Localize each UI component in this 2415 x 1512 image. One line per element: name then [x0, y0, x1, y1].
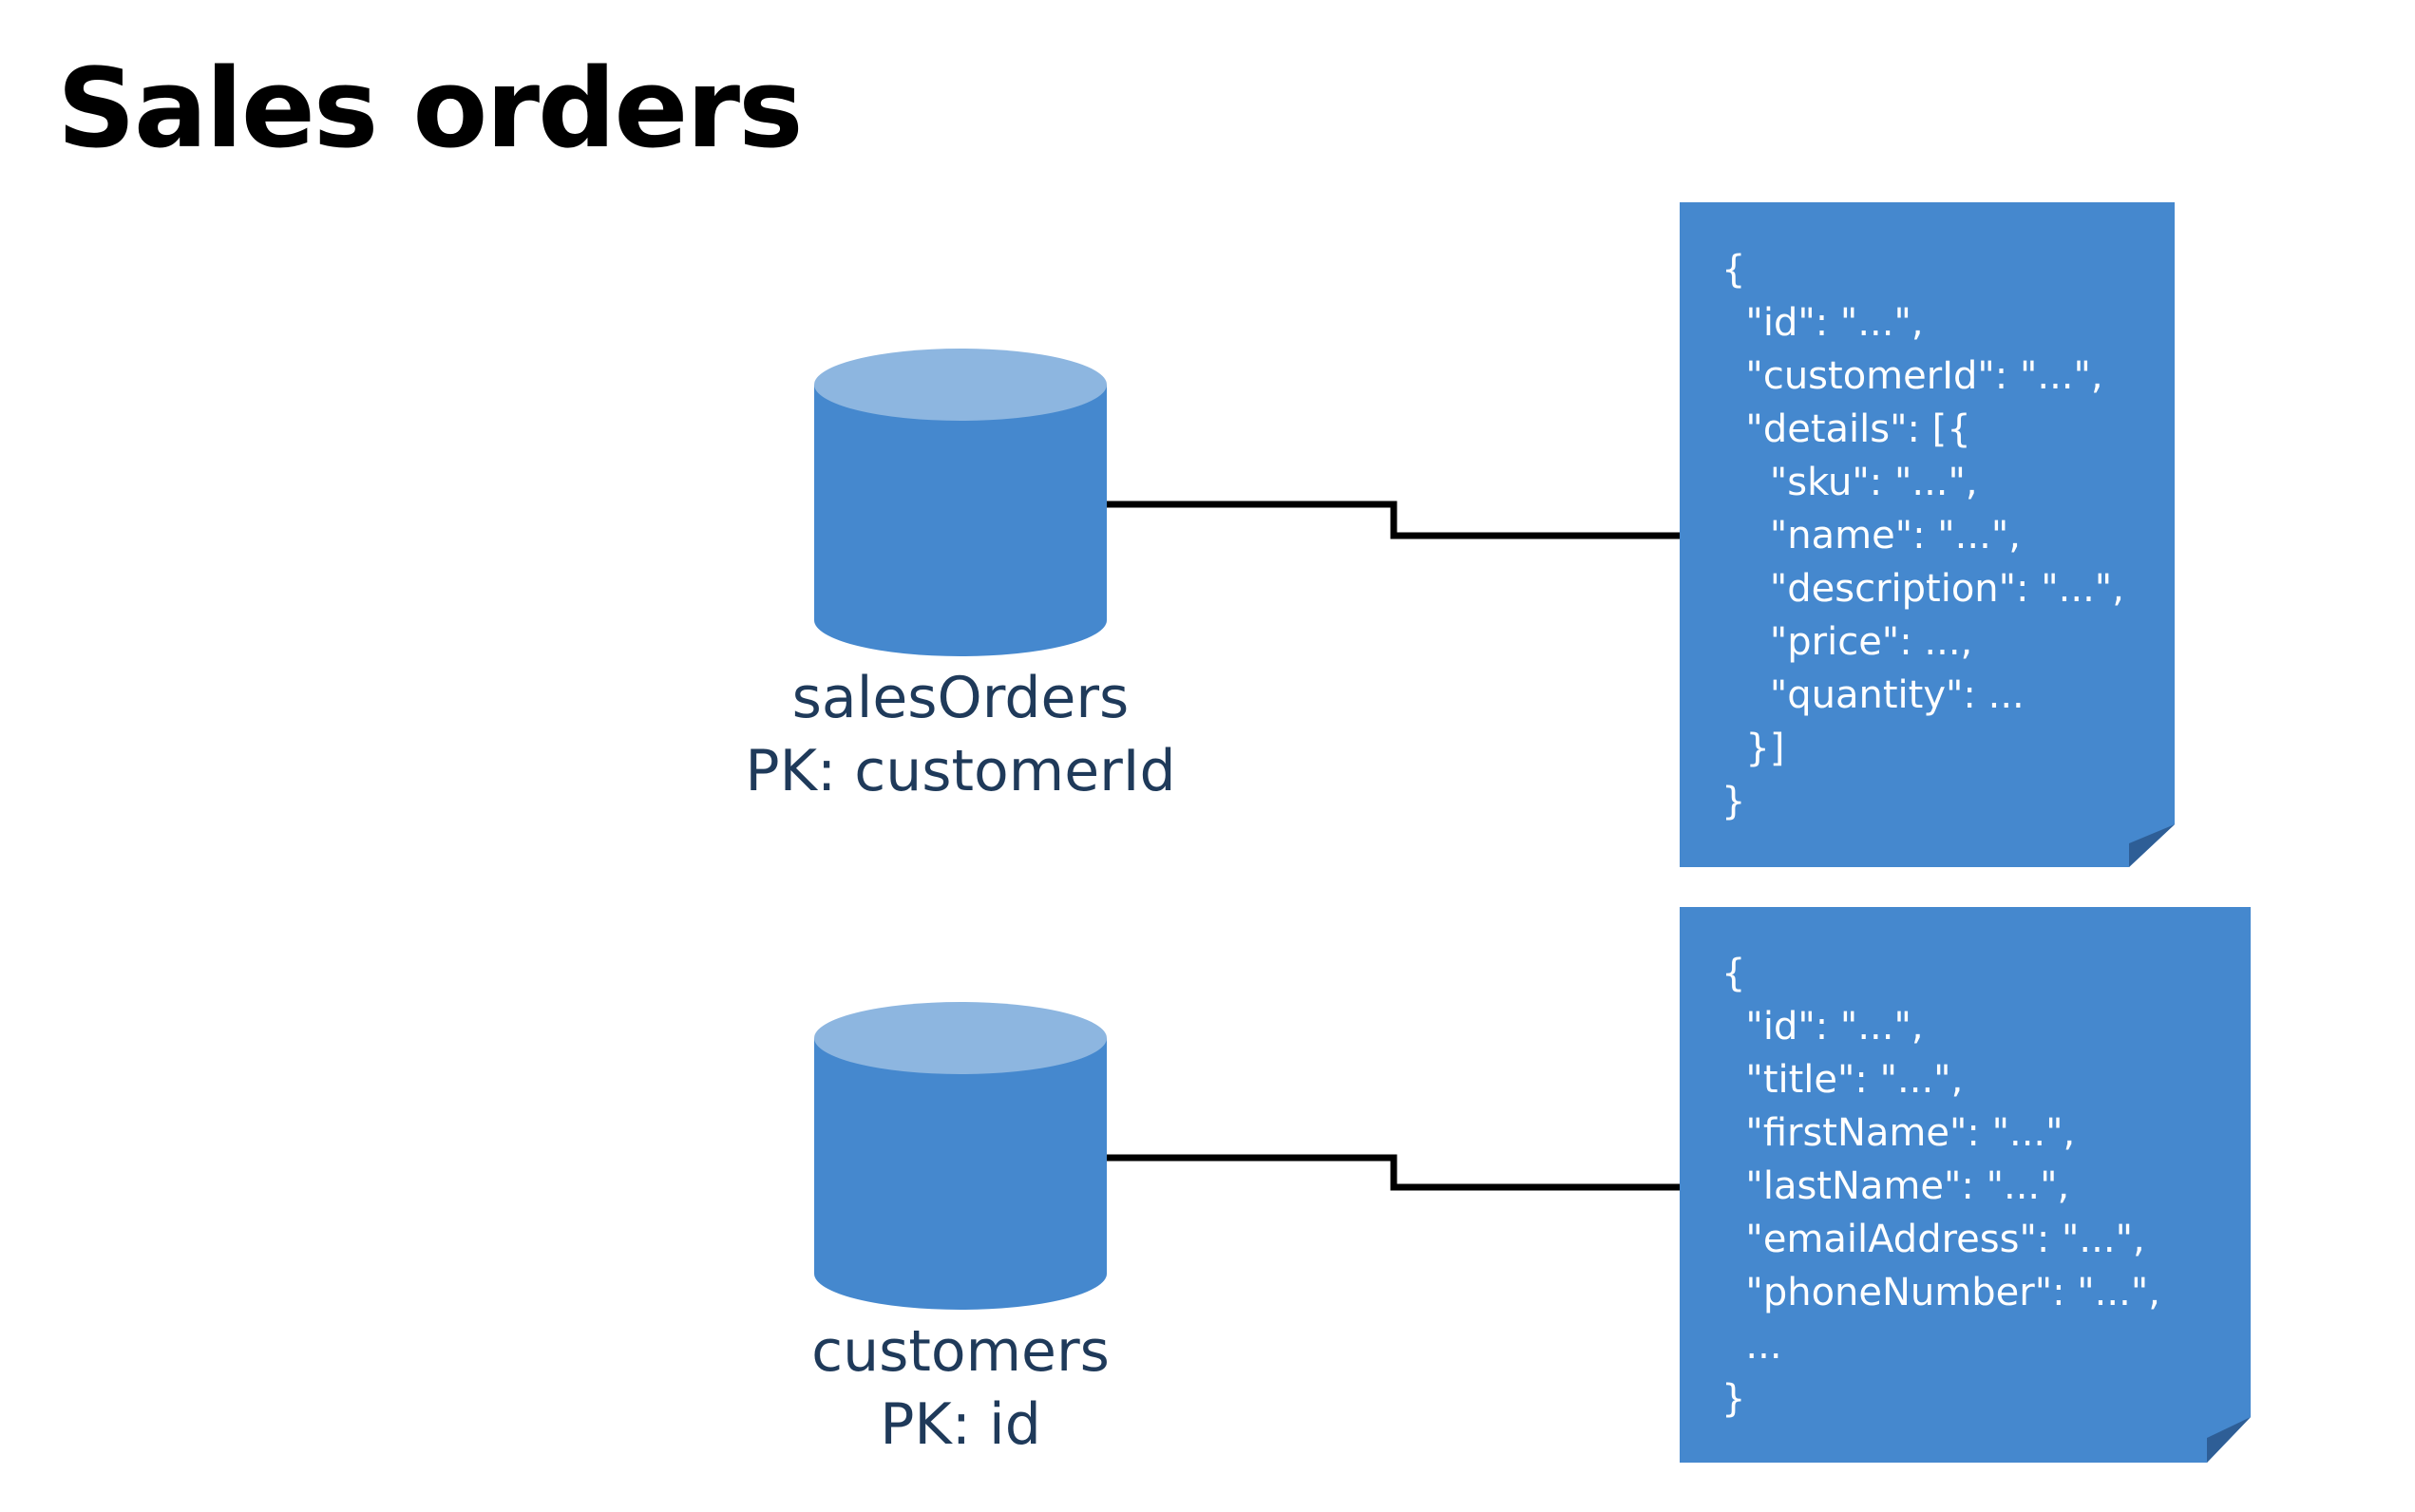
sales-order-json-line: "details": [{ [1721, 407, 1971, 451]
sales-order-json-line: "name": "...", [1721, 514, 2021, 558]
sales-order-json-line: "sku": "...", [1721, 461, 1978, 504]
sales-order-json-line: } [1721, 780, 1746, 823]
customer-json-line: "title": "...", [1721, 1058, 1964, 1102]
customers-name: customers [811, 1318, 1110, 1385]
customer-json-line: "firstName": "...", [1721, 1111, 2076, 1155]
customer-json-line: "lastName": "...", [1721, 1164, 2070, 1208]
customer-json: { "id": "...", "title": "...", "firstNam… [1721, 947, 2160, 1426]
sales-order-json-line: "id": "...", [1721, 301, 1924, 345]
customers-database-icon [814, 1002, 1107, 1310]
customers-partition-key: PK: id [880, 1391, 1041, 1458]
sales-order-document-icon [1680, 202, 2175, 867]
sales-orders-connector [1107, 501, 1680, 539]
sales-orders-database-icon [814, 349, 1107, 656]
customer-json-line: ... [1721, 1324, 1782, 1368]
customer-json-line: "phoneNumber": "...", [1721, 1271, 2160, 1314]
customers-connector [1107, 1154, 1680, 1191]
sales-order-json-line: "customerId": "...", [1721, 354, 2103, 398]
sales-order-json-line: }] [1721, 727, 1785, 770]
customer-document-icon [1680, 907, 2251, 1463]
sales-order-json-line: "price": ..., [1721, 620, 1973, 664]
customer-json-line: } [1721, 1377, 1746, 1421]
sales-orders-partition-key: PK: customerId [745, 738, 1176, 804]
sales-orders-name: salesOrders [791, 665, 1130, 731]
customer-json-line: { [1721, 952, 1746, 995]
sales-order-json: { "id": "...", "customerId": "...", "det… [1721, 243, 2124, 828]
sales-order-json-line: { [1721, 248, 1746, 292]
sales-order-json-line: "description": "...", [1721, 567, 2124, 611]
customer-json-line: "id": "...", [1721, 1005, 1924, 1049]
customer-json-line: "emailAddress": "...", [1721, 1218, 2145, 1261]
sales-order-json-line: "quantity": ... [1721, 673, 2025, 717]
slide-title: Sales orders [57, 46, 804, 173]
sales-orders-label: salesOrders PK: customerId [628, 662, 1293, 808]
customers-label: customers PK: id [628, 1315, 1293, 1462]
